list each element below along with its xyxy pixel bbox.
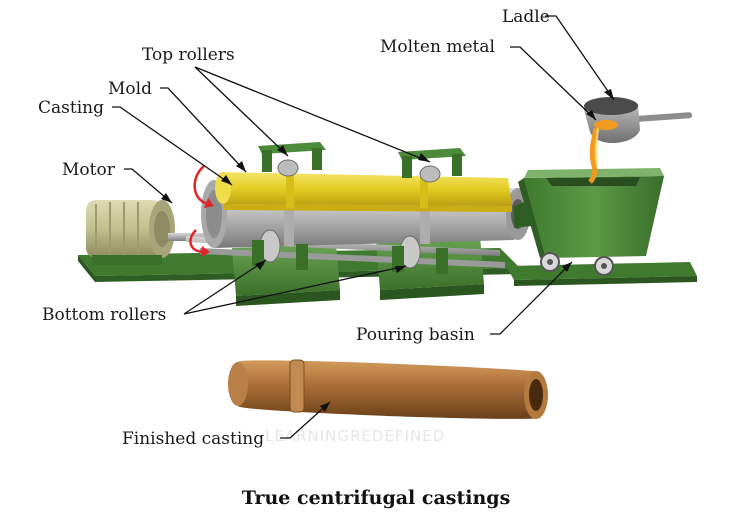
top-rollers [258,142,466,183]
label-ladle: Ladle [502,7,550,27]
top-roller-right [398,148,466,183]
leader-lines [112,15,615,439]
top-roller-left [258,142,326,177]
label-finished-casting: Finished casting [122,429,264,449]
casting [215,172,512,212]
molten-metal [588,127,599,184]
label-motor: Motor [62,160,116,180]
label-casting: Casting [38,98,104,118]
label-top-rollers: Top rollers [142,45,235,65]
label-mold: Mold [108,79,152,99]
bottom-roller-right [392,235,448,274]
pouring-basin [514,168,664,276]
finished-casting [228,359,548,419]
watermark-text: LEARNINGREDEFINED [265,427,445,445]
motor [86,200,175,265]
bottom-roller-left [252,229,308,270]
rotation-arrow-icons [189,165,214,257]
diagram-title: True centrifugal castings [242,487,511,509]
label-bottom-rollers: Bottom rollers [42,305,166,325]
label-pouring-basin: Pouring basin [356,325,475,345]
bottom-rollers [252,229,448,274]
ladle [584,97,693,144]
label-molten-metal: Molten metal [380,37,495,57]
